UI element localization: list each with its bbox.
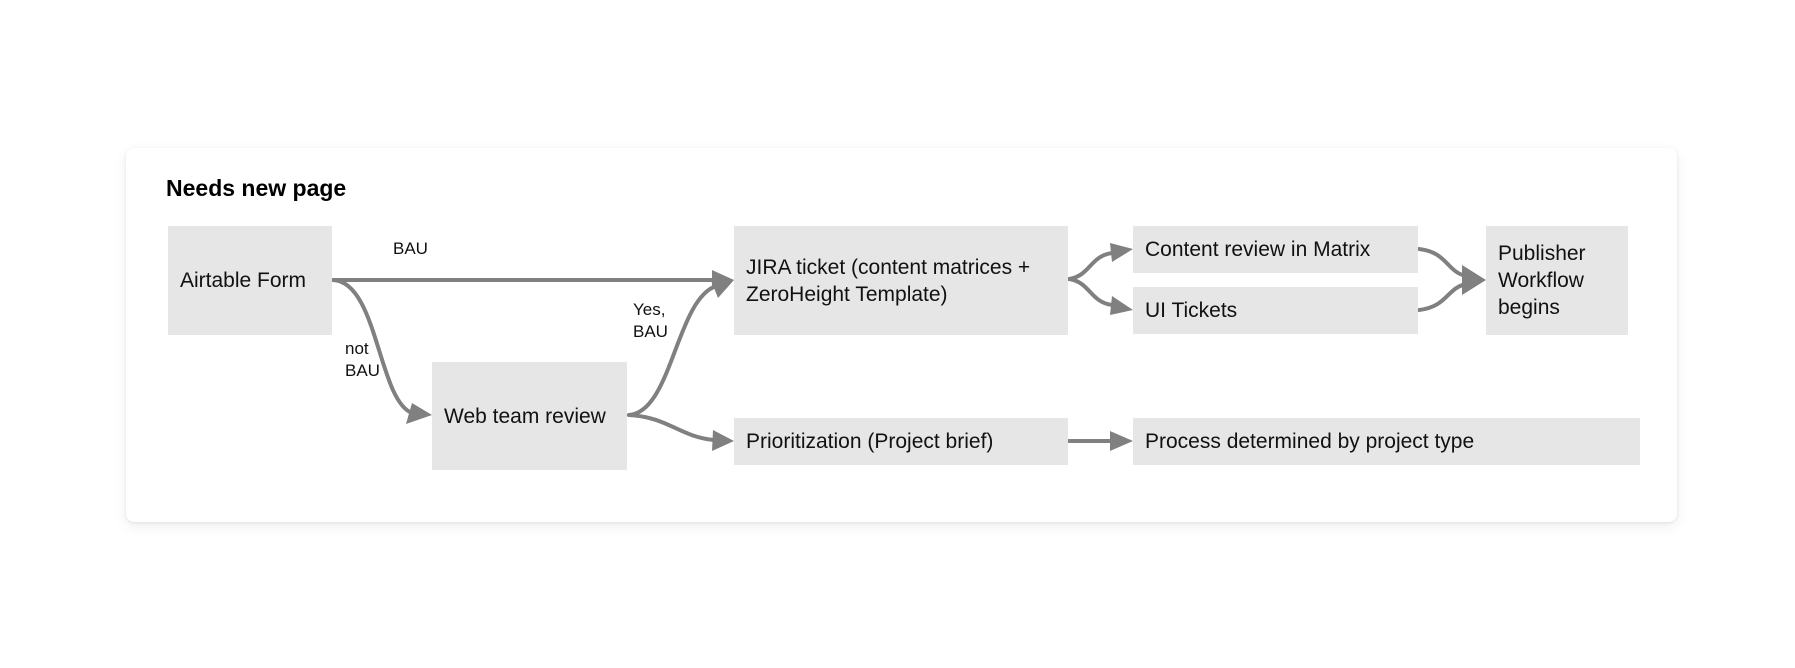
node-label: Publisher Workflow begins <box>1498 242 1586 319</box>
edge-label-bau: BAU <box>393 239 428 258</box>
node-label: Process determined by project type <box>1145 430 1475 453</box>
edge-label-not-bau: not BAU <box>345 339 380 380</box>
edge-label-yes-bau: Yes, BAU <box>633 300 668 341</box>
node-label: Content review in Matrix <box>1145 238 1371 261</box>
node-publisher-workflow: Publisher Workflow begins <box>1486 226 1628 335</box>
node-jira-ticket: JIRA ticket (content matrices + ZeroHeig… <box>734 226 1068 335</box>
node-content-review: Content review in Matrix <box>1133 226 1418 273</box>
node-ui-tickets: UI Tickets <box>1133 287 1418 334</box>
node-label: Web team review <box>444 404 606 428</box>
node-label: Airtable Form <box>180 269 307 292</box>
node-label: UI Tickets <box>1145 299 1238 322</box>
node-process-determined: Process determined by project type <box>1133 418 1640 465</box>
node-web-team-review: Web team review <box>432 362 627 470</box>
diagram-card <box>126 148 1677 522</box>
node-label: Prioritization (Project brief) <box>746 430 994 453</box>
diagram-title: Needs new page <box>166 175 347 201</box>
node-label: JIRA ticket (content matrices + ZeroHeig… <box>746 255 1031 306</box>
node-prioritization: Prioritization (Project brief) <box>734 418 1068 465</box>
node-airtable-form: Airtable Form <box>168 226 332 335</box>
